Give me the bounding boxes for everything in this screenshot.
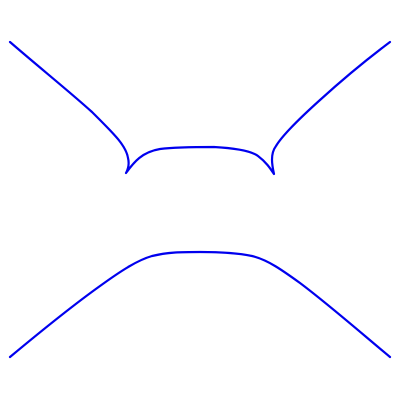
upper-curve: [8, 40, 392, 176]
lower-curve: [8, 250, 392, 359]
